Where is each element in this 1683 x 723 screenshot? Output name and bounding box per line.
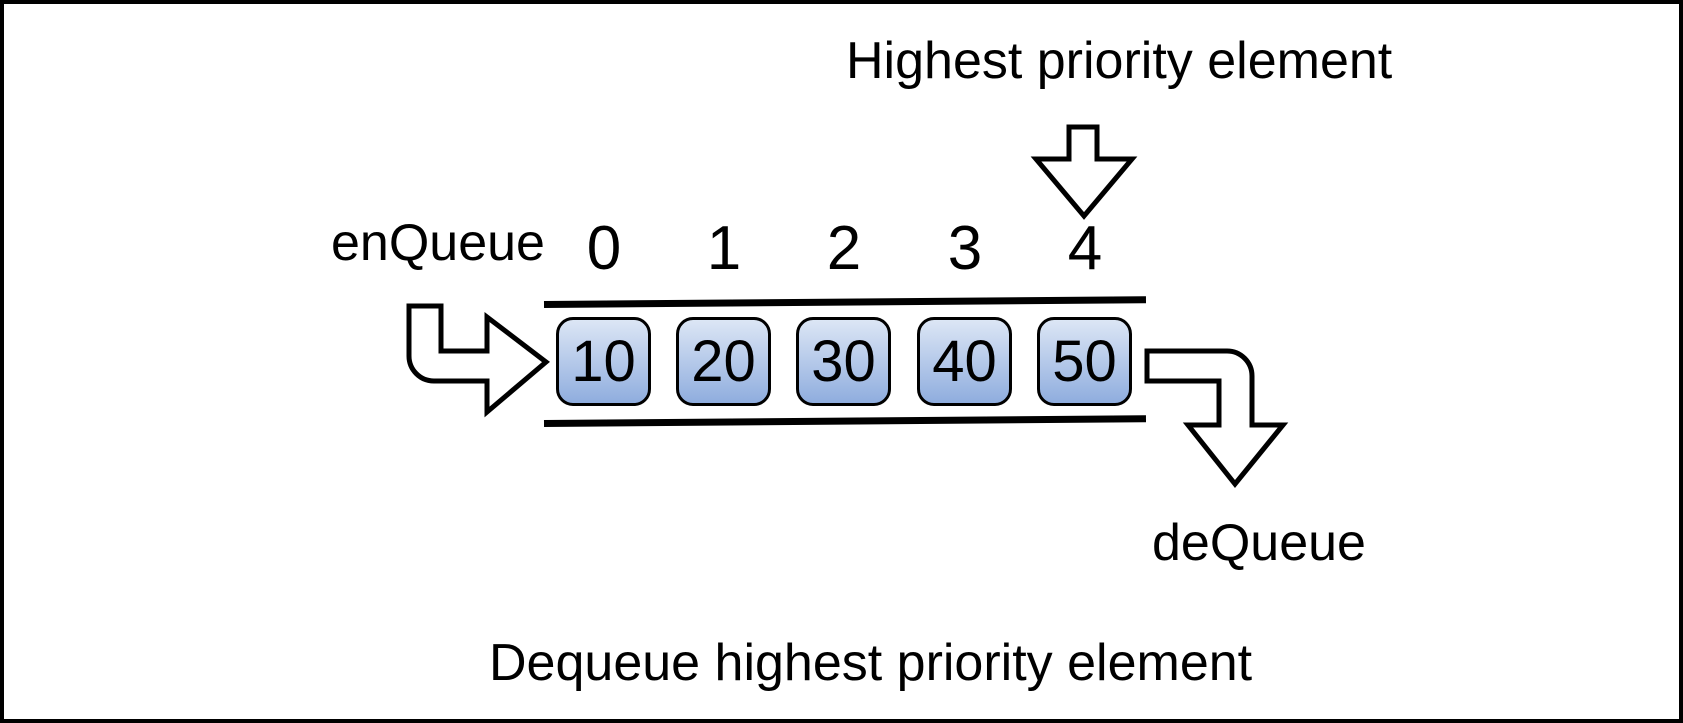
arrow-layer	[406, 124, 1289, 488]
enqueue-label: enQueue	[331, 214, 545, 272]
queue-cell-value: 30	[811, 329, 876, 394]
queue-index-label: 0	[586, 214, 622, 283]
queue-index-label: 1	[706, 214, 742, 283]
queue-cell-value: 40	[932, 329, 997, 394]
enqueue-bent-arrow-icon	[406, 303, 550, 418]
queue-cell: 10	[556, 317, 651, 406]
queue-cell-value: 10	[571, 329, 636, 394]
queue-index-label: 3	[947, 214, 983, 283]
queue-index-label: 4	[1067, 214, 1103, 283]
queue-cell: 20	[676, 317, 771, 406]
dequeue-bent-arrow-icon	[1144, 348, 1289, 488]
queue-cell: 30	[796, 317, 891, 406]
queue-cell: 40	[917, 317, 1012, 406]
queue-cell-value: 50	[1052, 329, 1117, 394]
arrow-down-icon	[1030, 124, 1138, 220]
queue-cell-value: 20	[691, 329, 756, 394]
dequeue-label: deQueue	[1152, 514, 1366, 572]
queue-index-label: 2	[826, 214, 862, 283]
queue-cell: 50	[1037, 317, 1132, 406]
highest-priority-label: Highest priority element	[846, 32, 1393, 90]
diagram-caption: Dequeue highest priority element	[489, 634, 1253, 692]
